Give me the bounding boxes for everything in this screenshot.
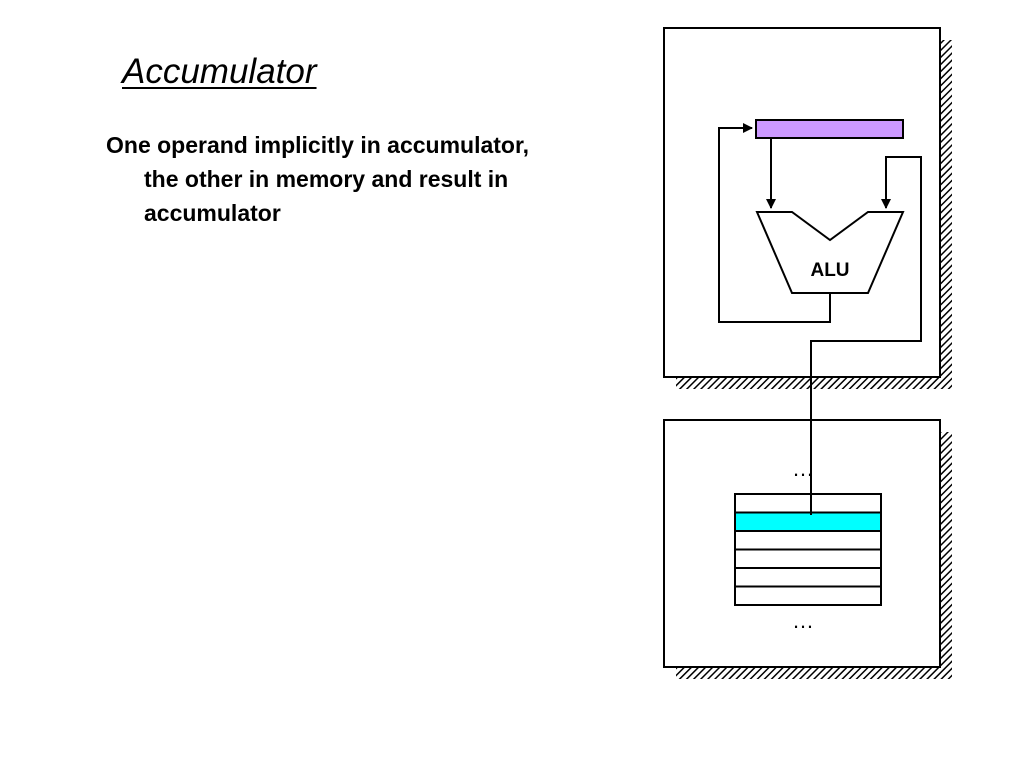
- memory-cell-highlighted: [734, 511, 882, 532]
- memory-ellipsis-bottom: …: [792, 608, 814, 633]
- alu-result-feedback-arrow: [718, 123, 831, 323]
- bullet-text: One operand implicitly in accumulator, t…: [106, 132, 530, 226]
- memory-to-alu-arrow: [810, 156, 922, 515]
- memory-cell: [734, 493, 882, 514]
- accumulator-register: [755, 119, 904, 139]
- alu-unit: [755, 211, 905, 294]
- memory-ellipsis-top: …: [792, 456, 814, 481]
- memory-cell: [734, 530, 882, 551]
- memory-cells: [734, 493, 882, 606]
- cpu-box: [663, 27, 952, 389]
- memory-cell: [734, 567, 882, 588]
- slide-title: Accumulator: [122, 52, 317, 91]
- alu-label: ALU: [810, 260, 849, 281]
- cpu-box-frame: [663, 27, 941, 378]
- memory-cell: [734, 585, 882, 606]
- memory-cell: [734, 548, 882, 569]
